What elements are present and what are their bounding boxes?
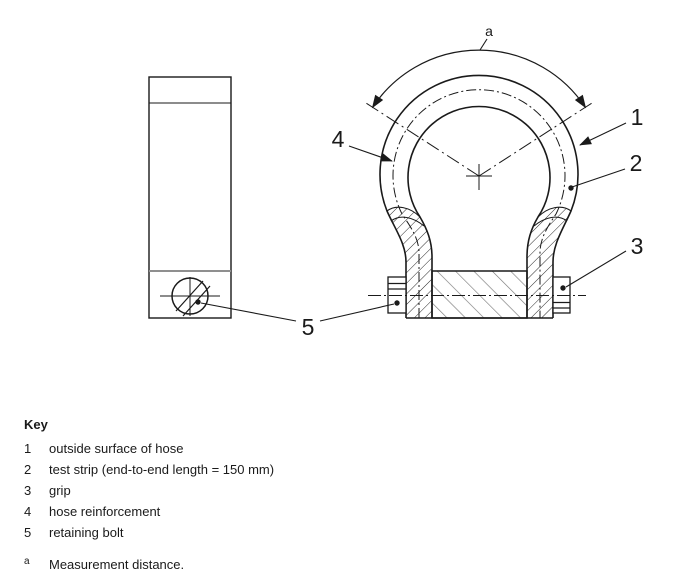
key-item-number: 5 [24,525,32,540]
key-item-1: 1 outside surface of hose [24,438,274,459]
leader-5-right [319,303,395,322]
callout-a: a [485,23,493,39]
footnote-text: Measurement distance. [49,557,185,572]
callout-4: 4 [332,126,345,152]
key-item-number: 1 [24,441,32,456]
key-item-number: 3 [24,483,32,498]
callout-labels: a 1 2 3 4 5 [302,23,644,340]
callout-3: 3 [631,233,644,259]
key-item-number: 2 [24,462,32,477]
reinforcement-centerline [392,89,566,318]
key-item-label: hose reinforcement [49,504,161,519]
left-transition-curve-lower [390,216,425,227]
key-item-label: outside surface of hose [49,441,184,456]
key-item-2: 2 test strip (end-to-end length = 150 mm… [24,459,274,480]
callout-5: 5 [302,314,315,340]
grip-side-view [148,76,232,319]
footnote-marker: a [24,556,30,567]
measurement-arc-icon [371,49,587,109]
centerlines [365,102,593,296]
right-transition-curve-lower [533,216,568,227]
leader-4 [348,145,393,162]
key-footnote: a Measurement distance. [24,554,274,575]
left-transition-curve-upper [386,206,421,218]
key-item-label: grip [49,483,71,498]
callout-2: 2 [630,150,643,176]
left-hose-end-hatch [387,207,432,318]
right-transition-curve-upper [537,206,572,218]
leader-a [479,38,488,51]
leader-lines [200,38,627,322]
center-cross-mark [466,164,492,190]
key-title: Key [24,417,48,432]
key-block: Key 1 outside surface of hose 2 test str… [24,417,274,575]
callout-1: 1 [631,104,644,130]
leader-dot-5-right [394,300,400,306]
key-item-number: 4 [24,504,32,519]
section-hatching [387,207,571,319]
key-item-4: 4 hose reinforcement [24,501,274,522]
key-item-label: retaining bolt [49,525,124,540]
leader-1 [579,122,627,146]
key-item-3: 3 grip [24,480,274,501]
leader-dot-3 [560,285,566,291]
leader-2 [571,168,626,188]
radial-line-right [478,102,593,177]
right-hose-end-hatch [527,207,571,318]
leader-dot-2 [568,185,574,191]
bolt-end-view-icon [160,277,220,317]
leader-5-left [200,302,297,322]
key-item-5: 5 retaining bolt [24,522,274,543]
key-item-label: test strip (end-to-end length = 150 mm) [49,462,275,477]
radial-line-left [365,102,480,177]
leader-dot-5-left [195,299,201,305]
leader-3 [565,250,627,288]
grip-body-outline [148,76,232,319]
grip-block [431,270,528,319]
